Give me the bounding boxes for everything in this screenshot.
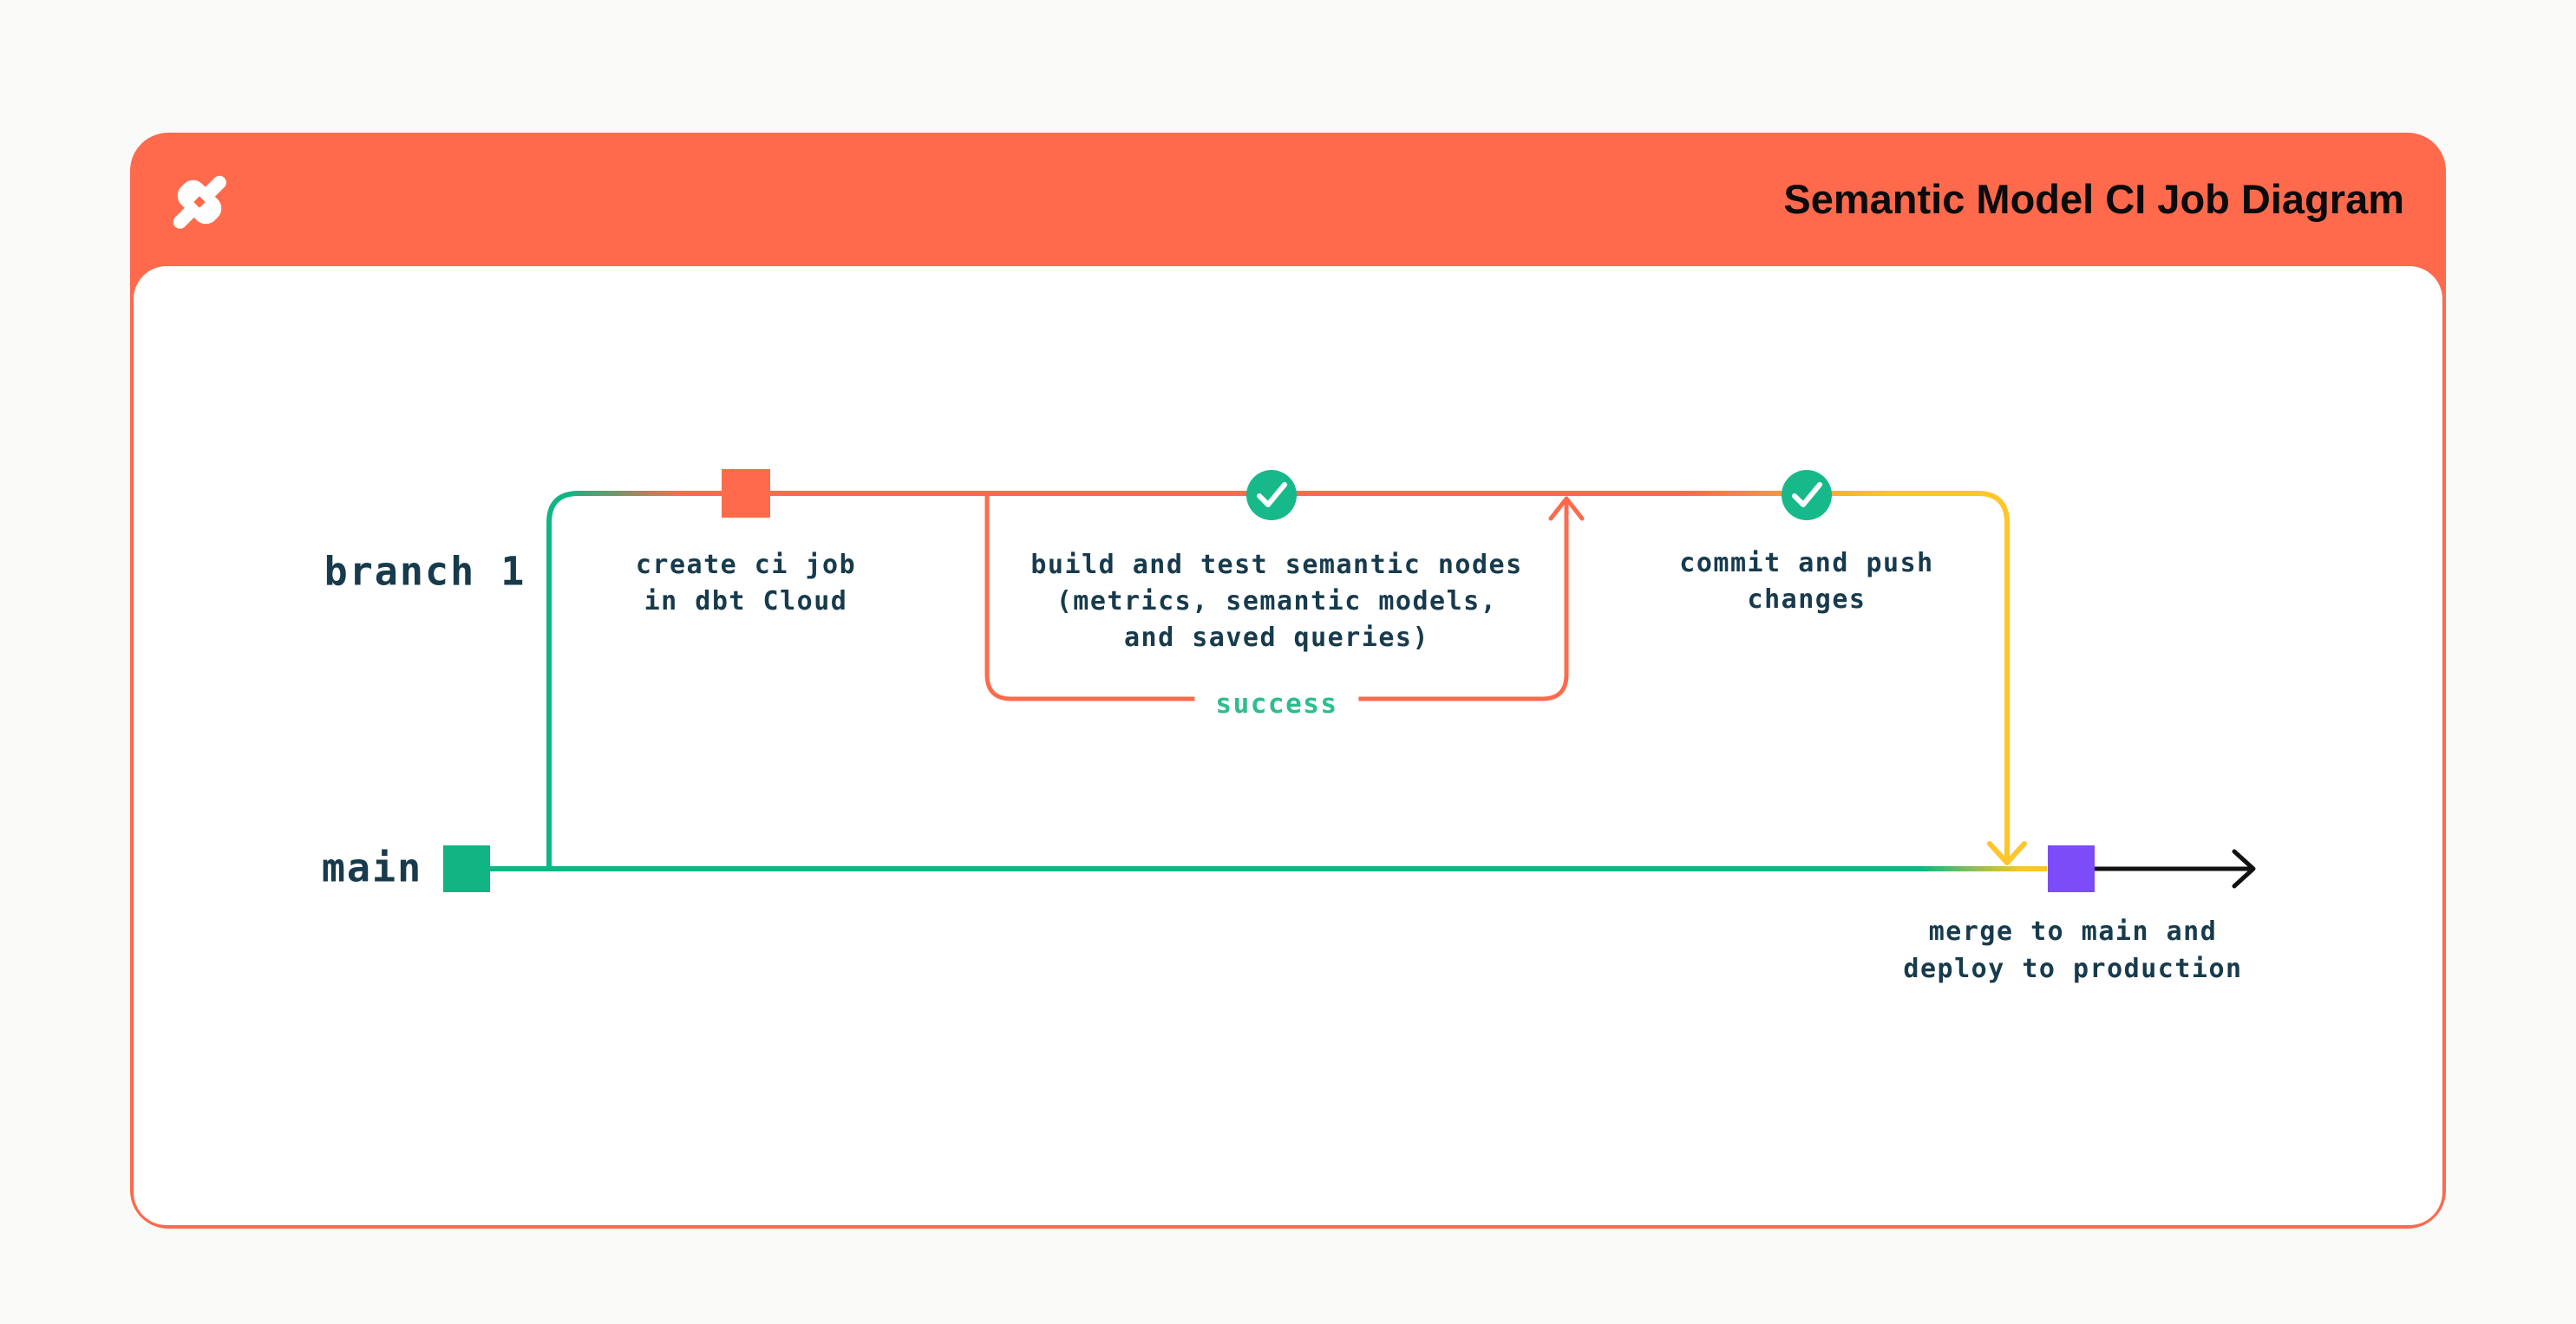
commit-square-main (443, 845, 490, 892)
step-merge-deploy-label: merge to main and deploy to production (1903, 916, 2243, 984)
success-loop-label: success (1194, 688, 1359, 720)
git-flow-diagram (443, 469, 2256, 892)
commit-square-create-ci (722, 469, 770, 518)
main-label: main (321, 845, 423, 891)
commit-square-merge (2048, 845, 2095, 892)
dbt-logo-icon (173, 175, 226, 229)
merge-arrowhead-icon (1987, 841, 2027, 865)
diagram-card: Semantic Model CI Job Diagram (130, 133, 2446, 1229)
production-arrowhead-icon (2232, 849, 2256, 889)
diagram-panel: branch 1 main create ci job in dbt Cloud… (134, 266, 2442, 1225)
check-icon (1782, 470, 1832, 520)
step-build-test-label: build and test semantic nodes (metrics, … (1030, 550, 1523, 653)
step-commit-push-label: commit and push changes (1679, 548, 1934, 615)
page-title: Semantic Model CI Job Diagram (1783, 176, 2404, 222)
step-create-ci-label: create ci job in dbt Cloud (635, 550, 857, 616)
success-loop-arrowhead-icon (1548, 496, 1585, 521)
card-header: Semantic Model CI Job Diagram (130, 133, 2446, 266)
check-icon (1246, 470, 1297, 520)
branch1-label: branch 1 (324, 548, 526, 595)
